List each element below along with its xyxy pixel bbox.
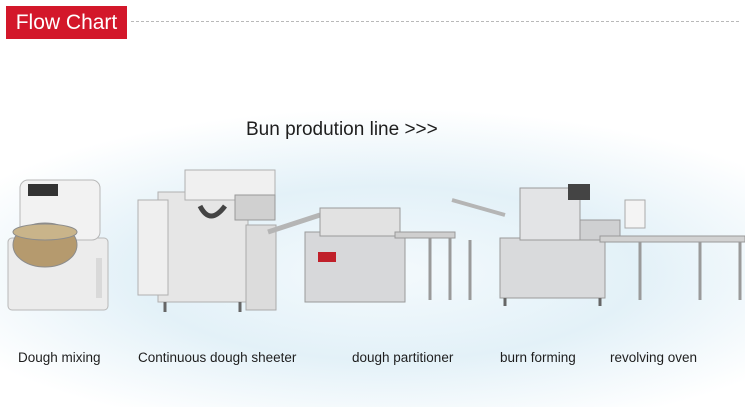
burn-forming-machine bbox=[451, 184, 621, 306]
stage-label-dough-mixing: Dough mixing bbox=[18, 350, 101, 365]
diagram-title: Bun prodution line >>> bbox=[246, 119, 438, 140]
header-divider bbox=[131, 21, 739, 22]
revolving-oven-conveyor bbox=[599, 199, 745, 300]
production-line-illustration bbox=[7, 169, 745, 312]
stage-label-burn-forming: burn forming bbox=[500, 350, 576, 365]
dough-partitioner-machine bbox=[304, 207, 456, 303]
dough-sheeter-machine bbox=[137, 169, 321, 312]
stage-label-revolving-oven: revolving oven bbox=[610, 350, 698, 365]
stage-label-dough-sheeter: Continuous dough sheeter bbox=[138, 350, 297, 365]
dough-mixer-machine bbox=[7, 179, 109, 311]
section-title: Flow Chart bbox=[6, 6, 127, 39]
stage-label-dough-partitioner: dough partitioner bbox=[352, 350, 454, 365]
